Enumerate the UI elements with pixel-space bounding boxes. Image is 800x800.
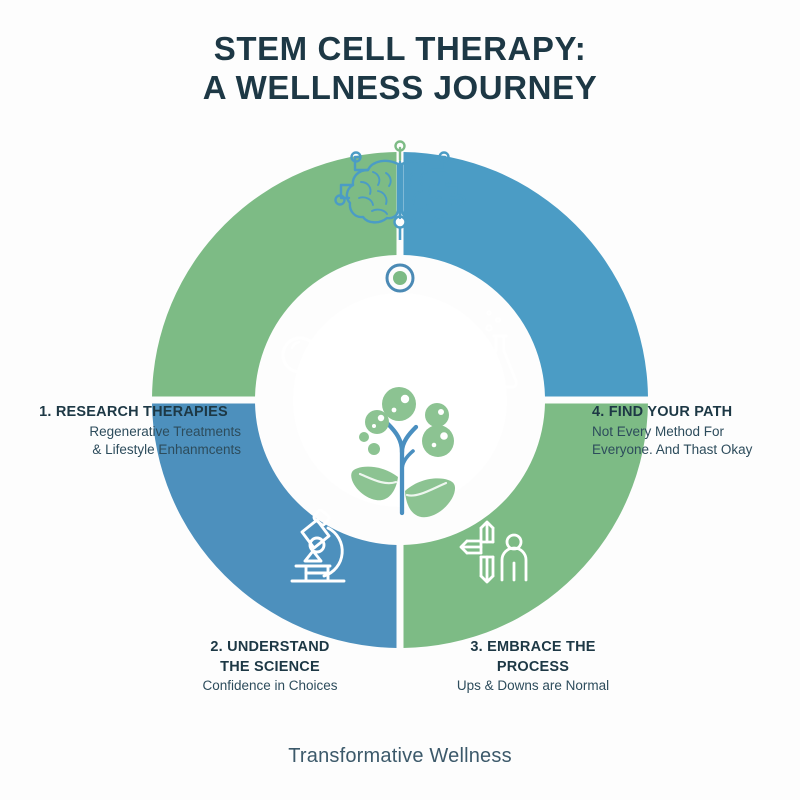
connector-node-dot xyxy=(393,271,407,285)
label-1-sub-2: & Lifestyle Enhanmcents xyxy=(92,441,241,457)
label-2-title-2: THE SCIENCE xyxy=(220,658,320,675)
label-2-sub-1: Confidence in Choices xyxy=(202,678,338,694)
label-2-title-1: 2. UNDERSTAND xyxy=(210,639,330,655)
label-1-title: 1. RESEARCH THERAPIES xyxy=(39,404,228,420)
segment-understand-wedge[interactable] xyxy=(152,403,397,648)
label-4-title: 4. FIND YOUR PATH xyxy=(592,404,733,420)
label-3-title-2: PROCESS xyxy=(496,658,570,675)
directional-arrows-person-icon xyxy=(459,520,528,584)
stem-cell-bubbles xyxy=(359,387,454,457)
segment-research-wedge[interactable] xyxy=(152,152,397,397)
leaf-right xyxy=(405,478,456,518)
segment-embrace-wedge[interactable] xyxy=(403,403,648,648)
title-line-1: STEM CELL THERAPY: xyxy=(213,30,587,67)
label-research-therapies: 1. RESEARCH THERAPIES Regenerative Treat… xyxy=(26,403,241,459)
seedling-stem-cell-icon xyxy=(351,387,456,518)
label-4-sub-1: Not Every Method For xyxy=(592,423,725,439)
footer-tagline: Transformative Wellness xyxy=(288,745,512,767)
segment-find-path-wedge[interactable] xyxy=(403,152,648,397)
label-find-your-path: 4. FIND YOUR PATH Not Every Method For E… xyxy=(592,403,800,459)
label-4-sub-2: Everyone. And Thast Okay xyxy=(592,441,753,457)
segment-understand[interactable] xyxy=(152,403,397,648)
brain-circuit-icon xyxy=(334,140,466,224)
label-3-sub-1: Ups & Downs are Normal xyxy=(456,678,610,694)
title-line-2: A WELLNESS JOURNEY xyxy=(202,68,598,106)
microscope-icon xyxy=(290,508,346,583)
label-3-title-1: 3. EMBRACE THE xyxy=(470,639,596,655)
label-understand-the-science: 2. UNDERSTAND THE SCIENCE Confidence in … xyxy=(165,638,375,695)
stem-cell-nuclei xyxy=(372,394,448,448)
segment-embrace[interactable] xyxy=(403,403,648,648)
page-title: STEM CELL THERAPY: A WELLNESS JOURNEY xyxy=(0,30,800,108)
label-1-sub-1: Regenerative Treatments xyxy=(89,423,241,439)
label-embrace-the-process: 3. EMBRACE THE PROCESS Ups & Downs are N… xyxy=(428,638,638,695)
